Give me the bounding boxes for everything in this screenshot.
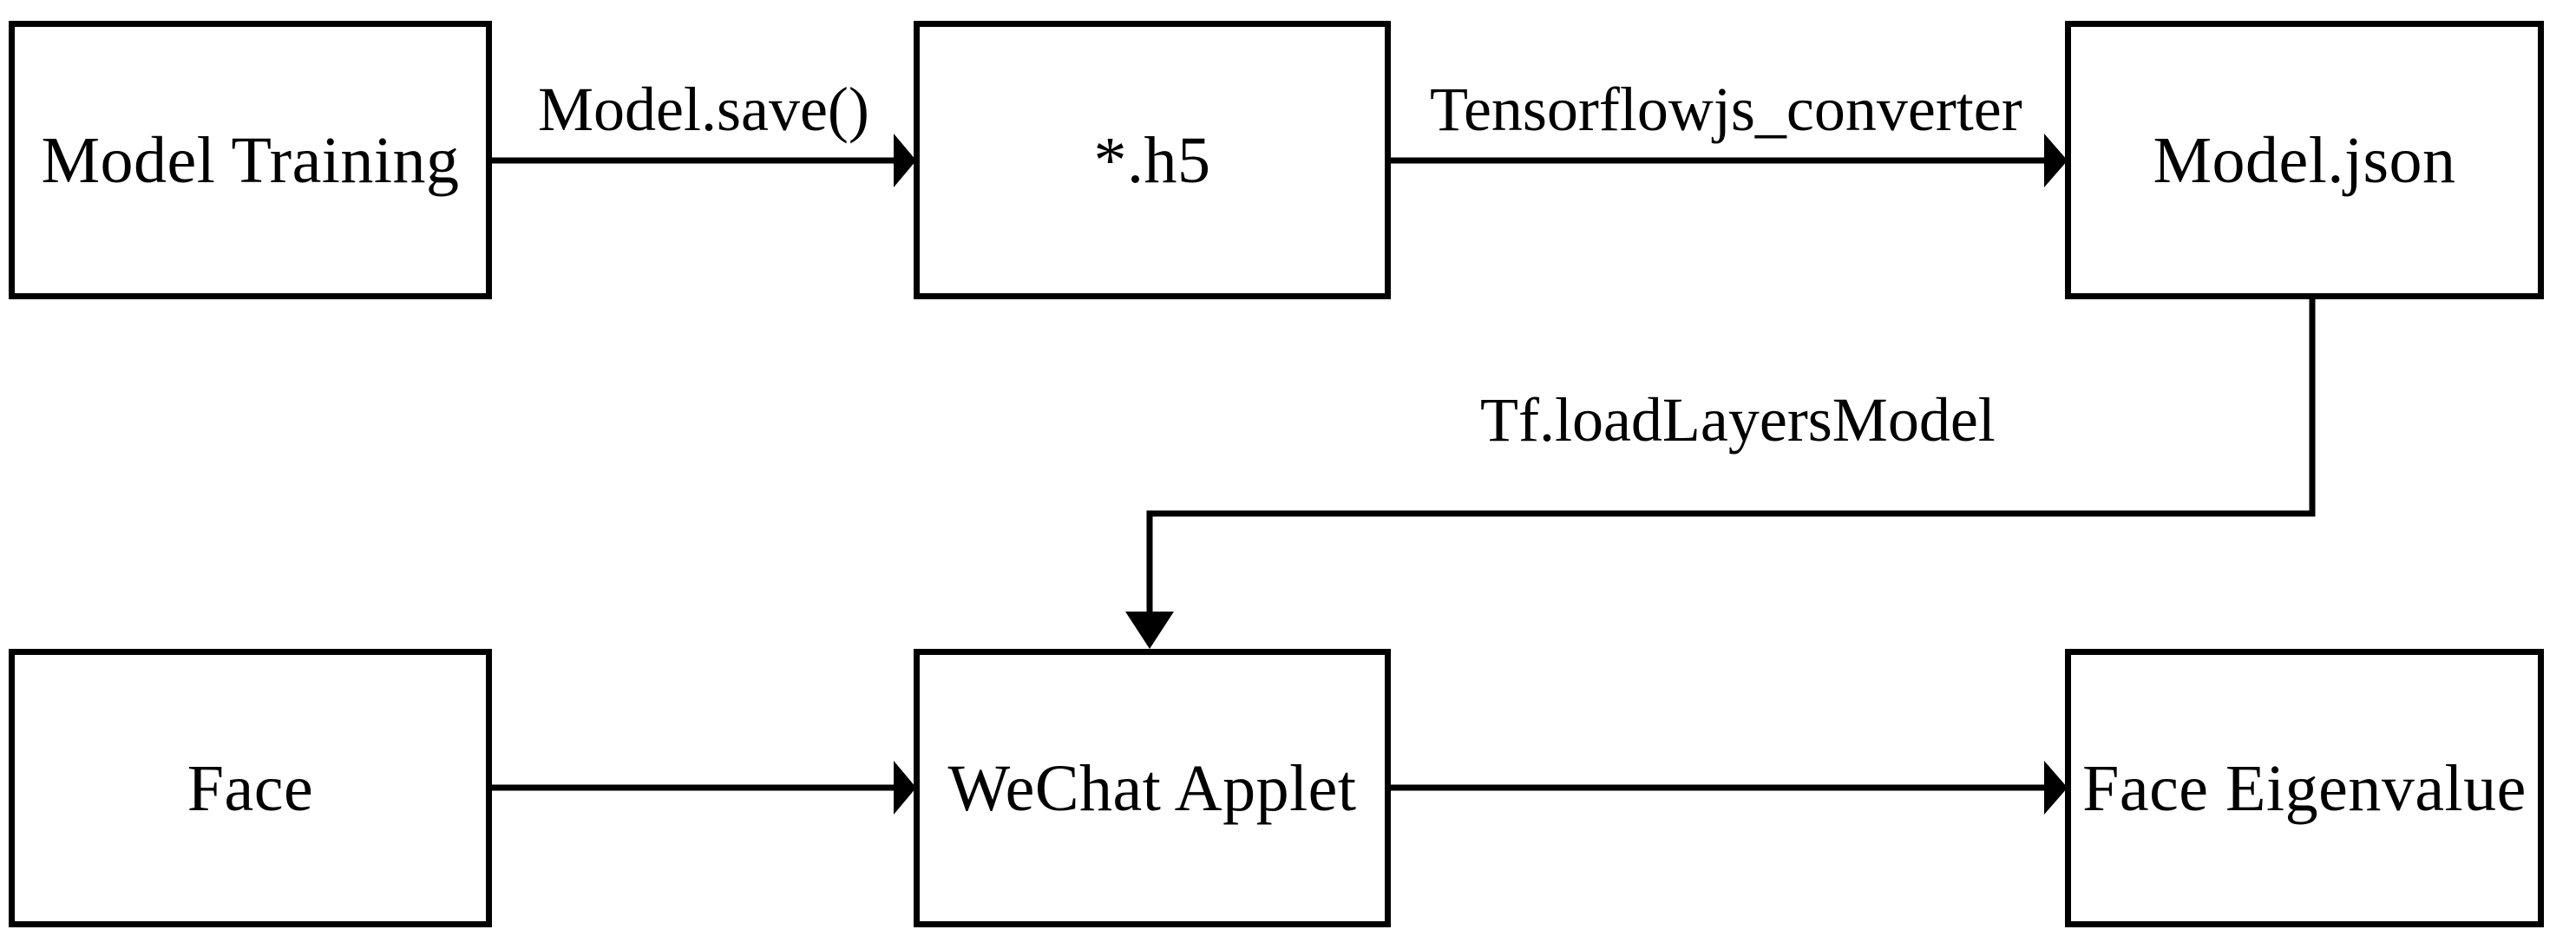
edge-model-json-to-wechat-applet <box>1125 299 2316 649</box>
edge-label-tensorflowjs-converter: Tensorflowjs_converter <box>1430 75 2022 144</box>
edge-label-model-save: Model.save() <box>538 75 869 144</box>
edge-label-tf-load-layers-model: Tf.loadLayersModel <box>1480 385 1996 455</box>
node-wechat-applet[interactable]: WeChat Applet <box>914 649 1391 927</box>
node-face-eigenvalue[interactable]: Face Eigenvalue <box>2065 649 2544 927</box>
node-model-training-label: Model Training <box>41 123 460 197</box>
node-h5-file[interactable]: *.h5 <box>914 21 1391 299</box>
node-face[interactable]: Face <box>9 649 492 927</box>
node-wechat-applet-label: WeChat Applet <box>947 751 1357 825</box>
node-face-eigenvalue-label: Face Eigenvalue <box>2082 751 2527 825</box>
edge-wechat-applet-to-face-eigenvalue <box>1391 761 2068 815</box>
edge-face-to-wechat-applet <box>492 761 916 815</box>
node-model-json-label: Model.json <box>2153 123 2456 197</box>
node-face-label: Face <box>187 751 314 825</box>
node-h5-file-label: *.h5 <box>1093 123 1211 197</box>
node-model-training[interactable]: Model Training <box>9 21 492 299</box>
node-model-json[interactable]: Model.json <box>2065 21 2544 299</box>
